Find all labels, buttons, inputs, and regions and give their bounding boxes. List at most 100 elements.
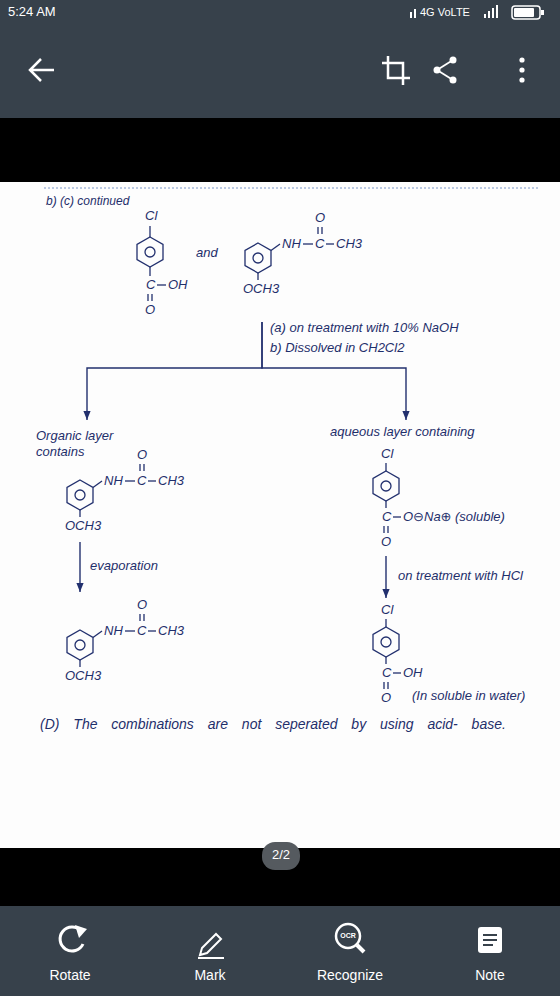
pencil-icon [198, 957, 224, 959]
atom-label: OCH3 [243, 281, 279, 297]
atom-label: O [145, 302, 155, 318]
double-bond [143, 614, 144, 621]
atom-label: OCH3 [65, 518, 101, 534]
share-icon [450, 77, 457, 84]
magnifier-icon [357, 945, 364, 952]
note-icon [483, 934, 497, 936]
bond [93, 481, 102, 488]
bond [393, 516, 401, 517]
atom-label: O [137, 447, 147, 463]
atom-label: O [137, 597, 147, 613]
atom-label: NH [104, 623, 123, 639]
answer-note: (D) The combinations are not seperated b… [40, 712, 520, 736]
share-icon [450, 57, 457, 64]
atom-label: OH [168, 277, 188, 293]
bond [79, 510, 80, 517]
part-heading: b) (c) continued [46, 194, 129, 209]
atom-label: Cl [381, 602, 393, 618]
menu-dot [519, 57, 524, 62]
signal-bar [410, 12, 412, 18]
aromatic-circle [381, 481, 391, 491]
network-indicator: 4G VoLTE [420, 5, 470, 19]
bond [157, 284, 166, 285]
bond [385, 463, 386, 471]
edge-label: on treatment with HCl [398, 568, 523, 584]
signal-bar [488, 11, 490, 18]
note-text: (In soluble in water) [412, 688, 525, 704]
bond [385, 657, 386, 664]
benzene-ring [373, 471, 399, 501]
bond [393, 672, 401, 673]
crop-icon [382, 56, 410, 85]
rotate-icon [75, 925, 87, 938]
magnifier-icon [336, 924, 360, 948]
page-counter-pill: 2/2 [262, 842, 300, 870]
atom-label: O [381, 690, 391, 706]
double-bond [143, 464, 144, 471]
signal-bar [492, 8, 494, 18]
aromatic-circle [253, 253, 263, 263]
structure-drawing [67, 226, 401, 689]
note-icon [483, 939, 497, 941]
double-bond [383, 682, 384, 689]
signal-bar [496, 5, 498, 18]
toolbar-label: Rotate [20, 966, 120, 984]
ocr-icon-text: OCR [336, 931, 360, 940]
share-icon [434, 67, 441, 74]
toolbar-label: Mark [160, 966, 260, 984]
signal-bar [414, 9, 416, 18]
atom-label: C [146, 277, 155, 293]
paper-page [0, 182, 560, 848]
aromatic-circle [75, 640, 85, 650]
reaction-arrow [262, 322, 406, 420]
aromatic-circle [75, 490, 85, 500]
back-arrow-icon [30, 59, 54, 81]
atom-label: NH [104, 473, 123, 489]
atom-label: C [137, 473, 146, 489]
bond [257, 273, 258, 280]
edge-label: evaporation [90, 558, 158, 574]
reaction-arrow [79, 542, 80, 592]
benzene-ring [137, 237, 163, 267]
note-text: aqueous layer containing [330, 424, 475, 440]
atom-label: CH3 [158, 473, 184, 489]
reagent-note: b) Dissolved in CH2Cl2 [270, 340, 404, 356]
status-time: 5:24 AM [8, 4, 56, 20]
double-bond [317, 227, 318, 234]
battery-tip [541, 10, 544, 15]
bond [303, 243, 313, 244]
reagent-note: (a) on treatment with 10% NaOH [270, 320, 459, 336]
double-bond [321, 227, 322, 234]
menu-dot [519, 67, 524, 72]
bond [271, 244, 280, 251]
note-icon [483, 944, 493, 946]
bond [326, 243, 334, 244]
battery-level [514, 8, 534, 17]
double-bond [139, 464, 140, 471]
double-bond [387, 682, 388, 689]
precipitated-acid: ClCOHO(In soluble in water) [322, 598, 550, 710]
bond [79, 660, 80, 667]
dotted-rule [44, 188, 540, 189]
aromatic-circle [145, 247, 155, 257]
double-bond [387, 526, 388, 533]
black-band [0, 118, 560, 182]
toolbar-label: Note [440, 966, 540, 984]
pencil-icon [200, 934, 221, 955]
bond [149, 267, 150, 276]
atom-label: C [382, 509, 391, 525]
atom-label: O [315, 210, 325, 226]
toolbar-label: Recognize [300, 966, 400, 984]
aqueous-layer: aqueous layer containingClCO⊖Na⊕(soluble… [322, 420, 550, 556]
benzene-ring [373, 627, 399, 657]
bond [385, 501, 386, 508]
atom-label: Cl [145, 208, 157, 224]
double-bond [383, 526, 384, 533]
reaction-arrow [87, 322, 262, 420]
note-text: Organic layer contains [36, 428, 131, 460]
double-bond [147, 294, 148, 301]
double-bond [151, 294, 152, 301]
benzene-ring [67, 630, 93, 660]
menu-dot [519, 77, 524, 82]
